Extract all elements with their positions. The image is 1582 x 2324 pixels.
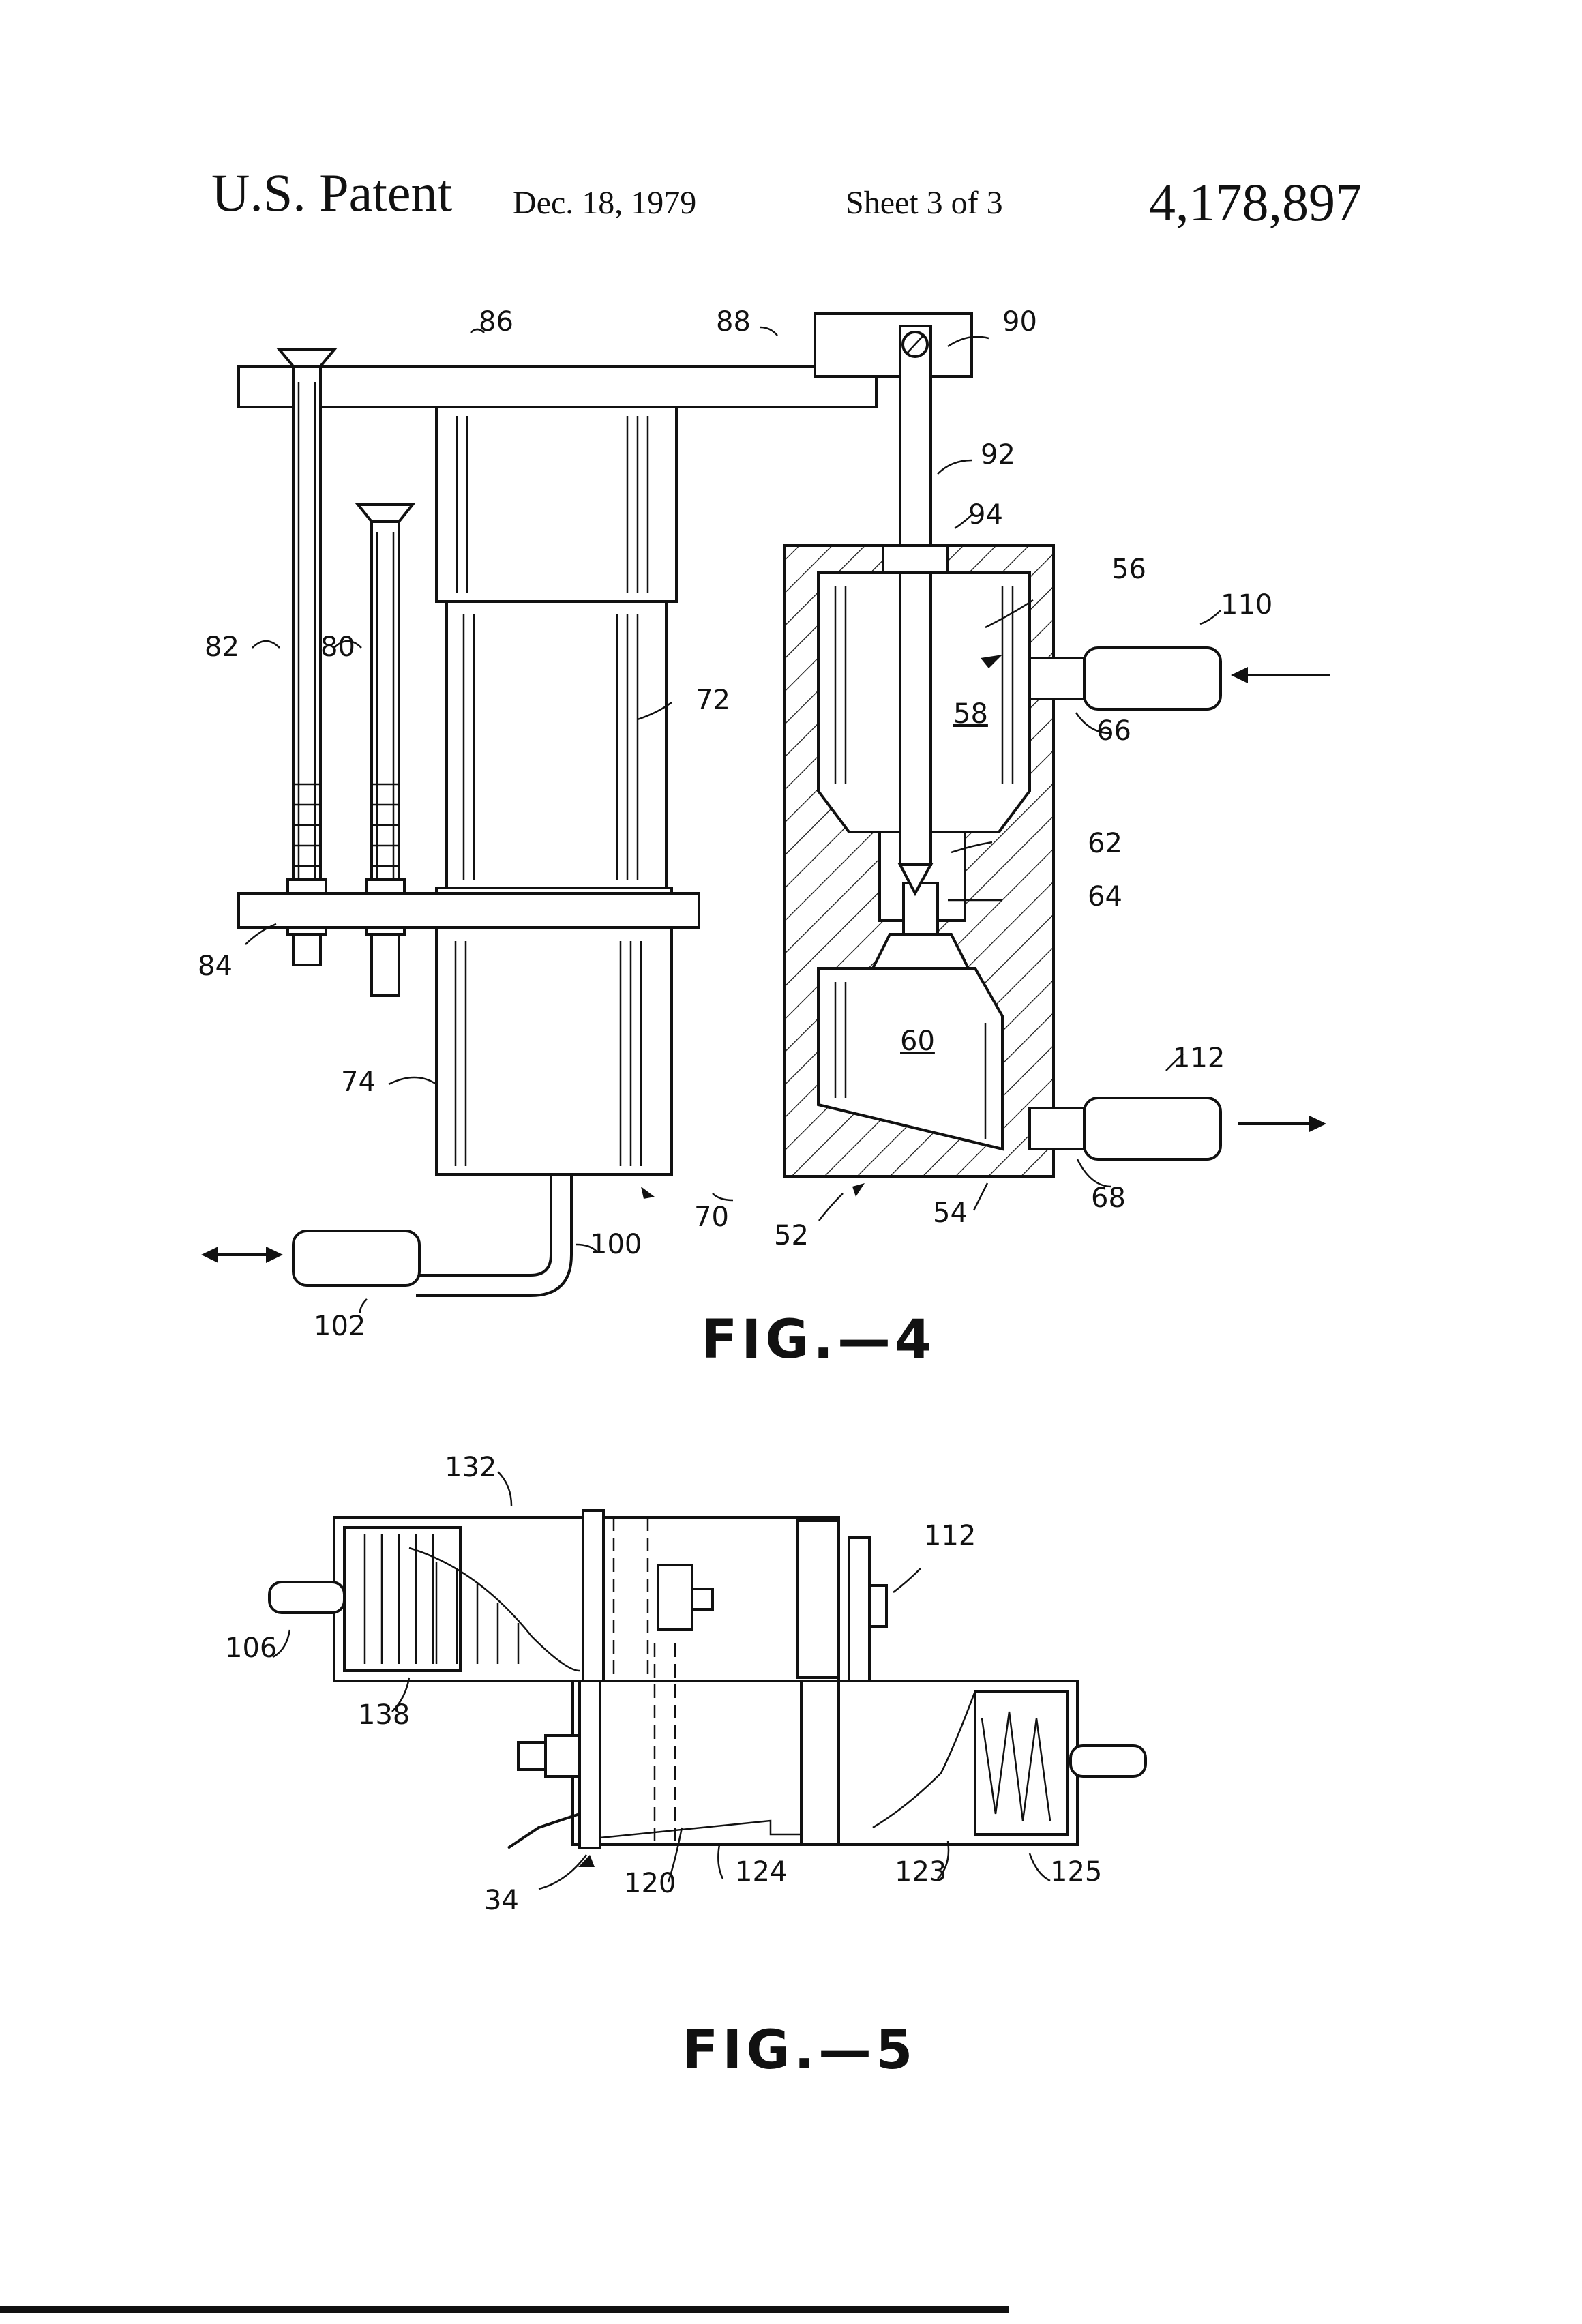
svg-text:102: 102 bbox=[314, 1311, 365, 1342]
svg-text:80: 80 bbox=[320, 631, 355, 663]
svg-text:72: 72 bbox=[696, 685, 730, 716]
svg-text:100: 100 bbox=[590, 1229, 642, 1260]
svg-text:88: 88 bbox=[716, 306, 751, 338]
svg-text:86: 86 bbox=[479, 306, 513, 338]
rod-right bbox=[1071, 1746, 1146, 1776]
figure-4-drawing: 86 88 90 92 94 56 110 58 66 82 80 72 62 … bbox=[198, 306, 1330, 1342]
cylinder-74 bbox=[436, 888, 672, 1174]
svg-text:68: 68 bbox=[1091, 1182, 1126, 1214]
port-112 bbox=[1084, 1098, 1221, 1159]
bracket-88 bbox=[815, 314, 972, 376]
svg-text:110: 110 bbox=[1221, 589, 1272, 621]
svg-text:94: 94 bbox=[968, 499, 1003, 531]
svg-text:64: 64 bbox=[1088, 881, 1122, 912]
svg-text:123: 123 bbox=[895, 1856, 946, 1888]
svg-text:58: 58 bbox=[953, 698, 988, 730]
svg-text:66: 66 bbox=[1096, 715, 1131, 747]
svg-text:138: 138 bbox=[358, 1699, 410, 1731]
figure-4-caption: FIG.—4 bbox=[701, 1309, 936, 1371]
svg-text:74: 74 bbox=[341, 1067, 376, 1098]
svg-text:62: 62 bbox=[1088, 828, 1122, 859]
svg-text:125: 125 bbox=[1050, 1856, 1102, 1888]
svg-text:60: 60 bbox=[900, 1026, 935, 1057]
cylinder-upper bbox=[436, 407, 676, 601]
svg-text:82: 82 bbox=[205, 631, 239, 663]
svg-text:52: 52 bbox=[774, 1220, 809, 1251]
svg-text:56: 56 bbox=[1111, 554, 1146, 585]
svg-text:92: 92 bbox=[981, 439, 1015, 471]
top-bar-86 bbox=[239, 366, 876, 407]
svg-text:132: 132 bbox=[445, 1452, 496, 1483]
svg-text:124: 124 bbox=[735, 1856, 787, 1888]
svg-text:106: 106 bbox=[225, 1633, 277, 1664]
svg-text:112: 112 bbox=[1173, 1043, 1225, 1074]
svg-text:34: 34 bbox=[484, 1885, 519, 1916]
figure-5-caption: FIG.—5 bbox=[682, 2020, 916, 2081]
svg-text:54: 54 bbox=[933, 1197, 968, 1229]
rod-106 bbox=[269, 1582, 344, 1613]
svg-text:90: 90 bbox=[1002, 306, 1037, 338]
cylinder-72 bbox=[447, 601, 666, 888]
svg-text:120: 120 bbox=[624, 1868, 676, 1899]
svg-text:70: 70 bbox=[694, 1202, 729, 1233]
figure-5-drawing: 132 112 106 138 34 120 124 123 125 bbox=[225, 1452, 1146, 1916]
plate-84 bbox=[239, 893, 699, 927]
pipe-102 bbox=[293, 1231, 419, 1285]
svg-text:112: 112 bbox=[924, 1520, 976, 1551]
footer-rule bbox=[0, 2306, 1009, 2313]
stem-92 bbox=[900, 326, 931, 865]
svg-text:84: 84 bbox=[198, 951, 233, 982]
port-110 bbox=[1084, 648, 1221, 709]
